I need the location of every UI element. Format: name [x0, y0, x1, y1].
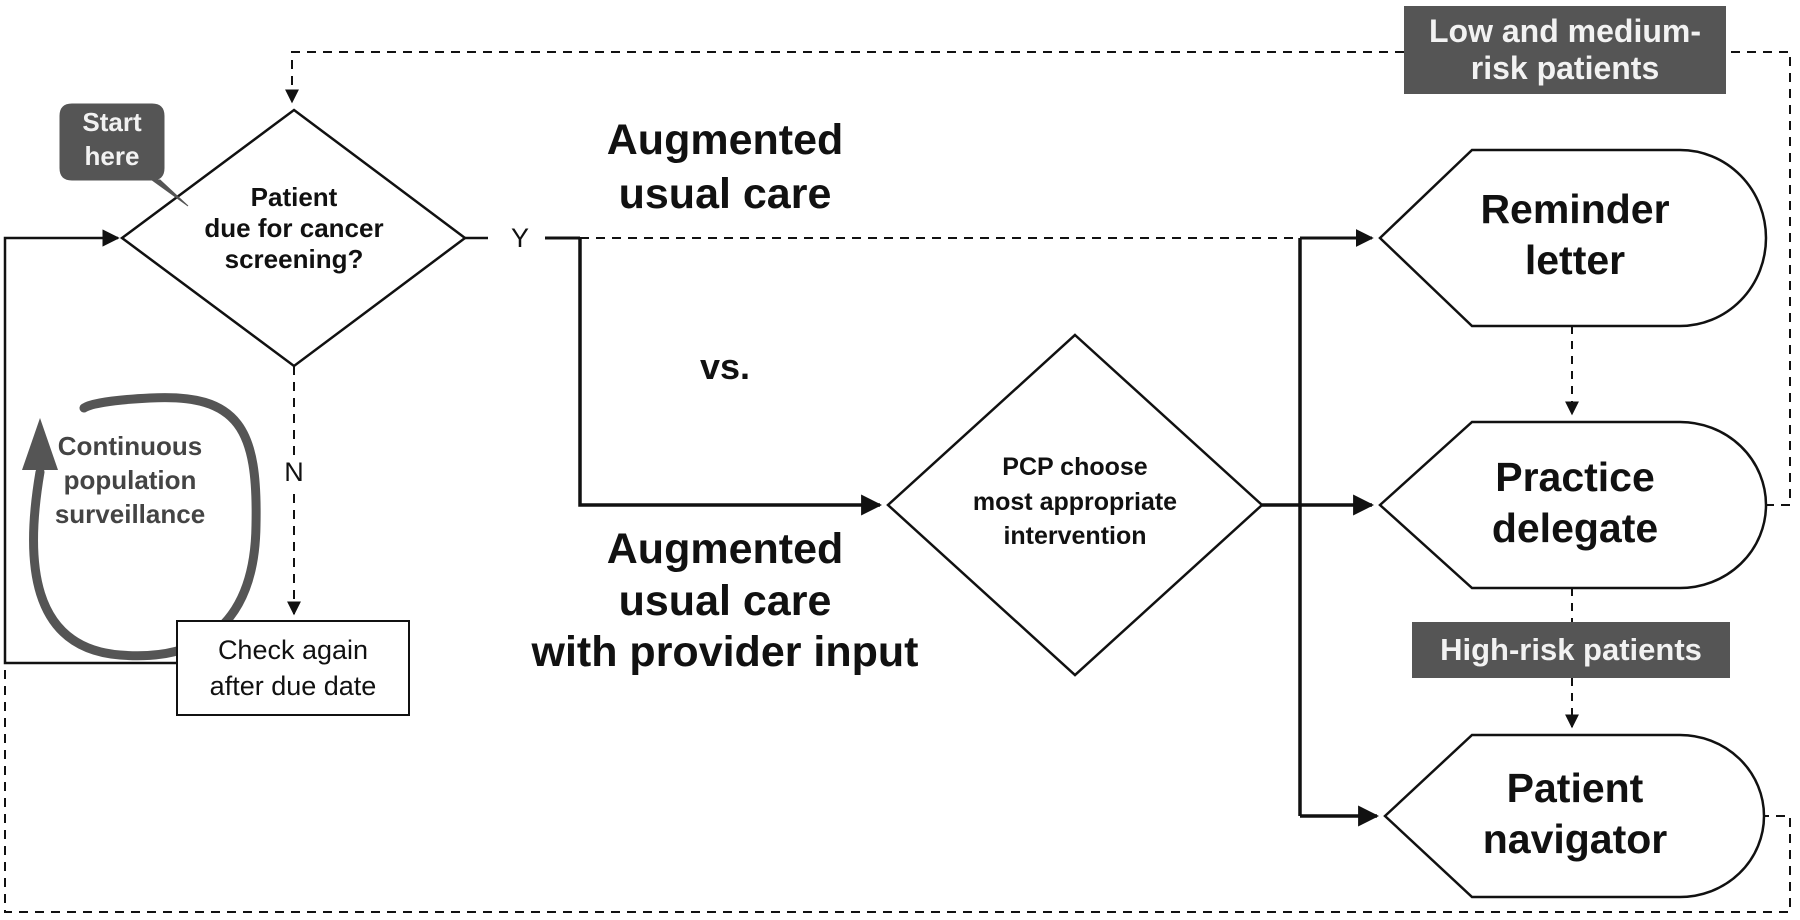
low-medium-risk-tag: Low and medium- risk patients [1404, 6, 1726, 94]
patient-navigator-label: Patient navigator [1482, 765, 1668, 863]
start-here-text: Start here [82, 107, 142, 171]
practice-delegate-shape [1378, 420, 1768, 590]
arm2-line [578, 238, 883, 516]
decision-label: Patient due for cancer screening? [204, 182, 384, 275]
surveillance-label: Continuous population surveillance [54, 431, 206, 529]
surveillance-return-line [3, 229, 178, 665]
surveillance-cycle-arrowhead [22, 418, 58, 470]
patient-navigator-shape [1383, 733, 1766, 899]
check-again-box: Check again after due date [176, 620, 410, 716]
surveillance-cycle-arrow [29, 393, 261, 661]
start-here-callout [59, 103, 189, 207]
reminder-letter-label: Reminder letter [1480, 186, 1670, 284]
vs-label: vs. [699, 346, 751, 387]
reminder-letter-shape [1378, 148, 1768, 328]
pcp-label: PCP choose most appropriate intervention [972, 453, 1178, 550]
practice-delegate-label: Practice delegate [1491, 454, 1659, 552]
pcp-decision-diamond [886, 333, 1264, 677]
top-feedback-loop [285, 51, 1791, 506]
no-label: N [274, 456, 314, 489]
arm1-label: Augmented usual care [606, 116, 844, 218]
yes-label: Y [510, 223, 529, 253]
bottom-feedback-loop [4, 662, 1791, 913]
high-risk-tag: High-risk patients [1412, 622, 1730, 678]
arm2-label: Augmented usual care with provider input [531, 525, 919, 677]
